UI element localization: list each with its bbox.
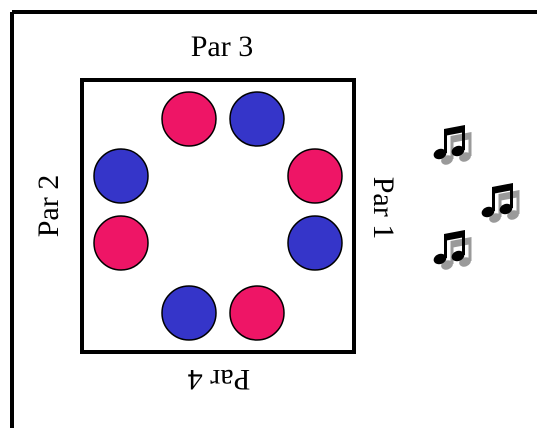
- label-par-4: Par 4: [188, 363, 251, 396]
- dancer-circle-bottom-left: [161, 285, 217, 341]
- dancer-circle-right-top: [287, 148, 343, 204]
- dancer-circle-bottom-right: [229, 285, 285, 341]
- dancer-circle-left-top: [93, 148, 149, 204]
- dancer-circle-left-bottom: [93, 215, 149, 271]
- music-notes-icon: [430, 123, 474, 168]
- square-set: [80, 78, 356, 354]
- label-par-1: Par 1: [367, 177, 400, 240]
- dancer-circle-top-left: [161, 91, 217, 147]
- music-notes-icon: [478, 181, 522, 226]
- label-par-3: Par 3: [191, 30, 254, 63]
- dancer-circle-right-bottom: [287, 215, 343, 271]
- dancer-circle-top-right: [229, 91, 285, 147]
- music-notes-icon: [430, 228, 474, 273]
- label-par-2: Par 2: [32, 175, 65, 238]
